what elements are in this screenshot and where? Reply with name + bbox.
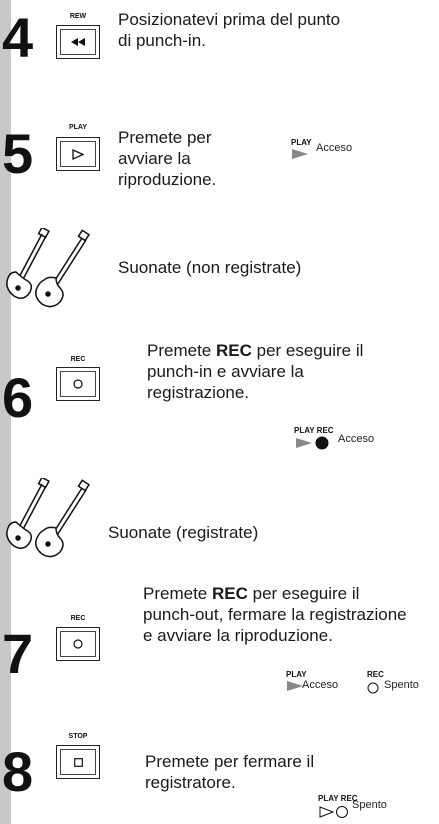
stop-button-label: STOP (68, 733, 88, 740)
indicator-label: PLAY REC (294, 426, 334, 435)
step-number-8: 8 (2, 740, 33, 803)
rec-button[interactable] (56, 627, 100, 661)
side-rail (0, 0, 11, 824)
step-6-text: Premete REC per eseguire il punch-in e a… (147, 341, 364, 402)
rec-button-label: REC (70, 615, 86, 622)
play-led-icon (292, 149, 308, 159)
step-number-5: 5 (2, 122, 33, 185)
rec-led-off-icon (367, 682, 379, 694)
guitars-illustration (2, 228, 98, 308)
rec-button[interactable] (56, 367, 100, 401)
step-5-text: Premete per avviare la riproduzione. (118, 128, 217, 189)
play-rec-led-icon (296, 436, 330, 450)
stop-button[interactable] (56, 745, 100, 779)
indicator-status: Acceso (316, 142, 353, 154)
play-rec-indicator: PLAY REC Spento (318, 794, 428, 822)
indicator-label: REC (367, 670, 384, 679)
play-rec-led-off-icon (319, 805, 349, 819)
step-number-6: 6 (2, 366, 33, 429)
step-number-4: 4 (2, 6, 33, 69)
play-indicator: PLAY Acceso (290, 138, 390, 166)
indicator-label: PLAY REC (318, 794, 358, 803)
guitar-text-2: Suonate (registrate) (108, 523, 259, 542)
play-button[interactable] (56, 137, 100, 171)
record-icon (73, 379, 83, 389)
stop-icon (73, 757, 83, 767)
rec-keyword: REC (215, 341, 252, 360)
indicator-status: Acceso (338, 433, 375, 445)
play-indicator: PLAY Acceso (286, 670, 366, 696)
rew-button-label: REW (69, 13, 87, 20)
record-icon (73, 639, 83, 649)
play-icon (72, 148, 84, 160)
rec-keyword: REC (211, 584, 248, 603)
indicator-status: Spento (384, 679, 419, 691)
guitars-illustration (2, 478, 98, 558)
rewind-icon (71, 38, 85, 46)
play-button-label: PLAY (68, 124, 88, 131)
indicator-status: Acceso (302, 679, 339, 691)
step-4-text: Posizionatevi prima del punto di punch-i… (118, 10, 341, 50)
rec-button-label: REC (70, 356, 86, 363)
indicator-label: PLAY (291, 138, 312, 147)
play-led-icon (287, 681, 303, 691)
step-7-text: Premete REC per eseguire il punch-out, f… (143, 584, 407, 645)
step-number-7: 7 (2, 622, 33, 685)
step-8-text: Premete per fermare il registratore. (145, 752, 315, 792)
indicator-status: Spento (352, 799, 387, 811)
indicator-label: PLAY (286, 670, 307, 679)
rew-button[interactable] (56, 25, 100, 59)
guitar-text-1: Suonate (non registrate) (118, 258, 302, 277)
rec-indicator: REC Spento (366, 670, 438, 696)
play-rec-indicator: PLAY REC Acceso (294, 426, 414, 454)
